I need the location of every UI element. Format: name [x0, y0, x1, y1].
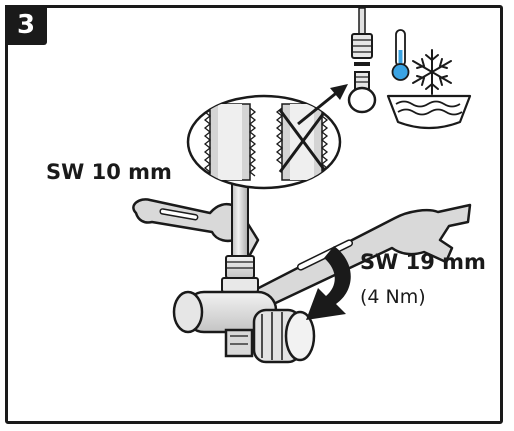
valve-handle	[252, 308, 316, 364]
rotation-arrow-icon	[306, 246, 351, 320]
torque-label: (4 Nm)	[360, 286, 426, 308]
wrench-size-label-10: SW 10 mm	[46, 160, 172, 184]
callout-leader-arrow	[297, 84, 348, 126]
step-number-badge: 3	[5, 5, 47, 45]
snowflake-icon	[412, 49, 452, 95]
wrench-size-label-19: SW 19 mm	[360, 250, 486, 274]
hose-fitting	[347, 7, 377, 114]
cold-water-bath-icon	[386, 94, 472, 130]
supply-pipe	[231, 177, 249, 265]
compression-nut	[221, 255, 259, 293]
thermometer-icon	[391, 29, 410, 81]
illustration-frame	[5, 5, 503, 424]
